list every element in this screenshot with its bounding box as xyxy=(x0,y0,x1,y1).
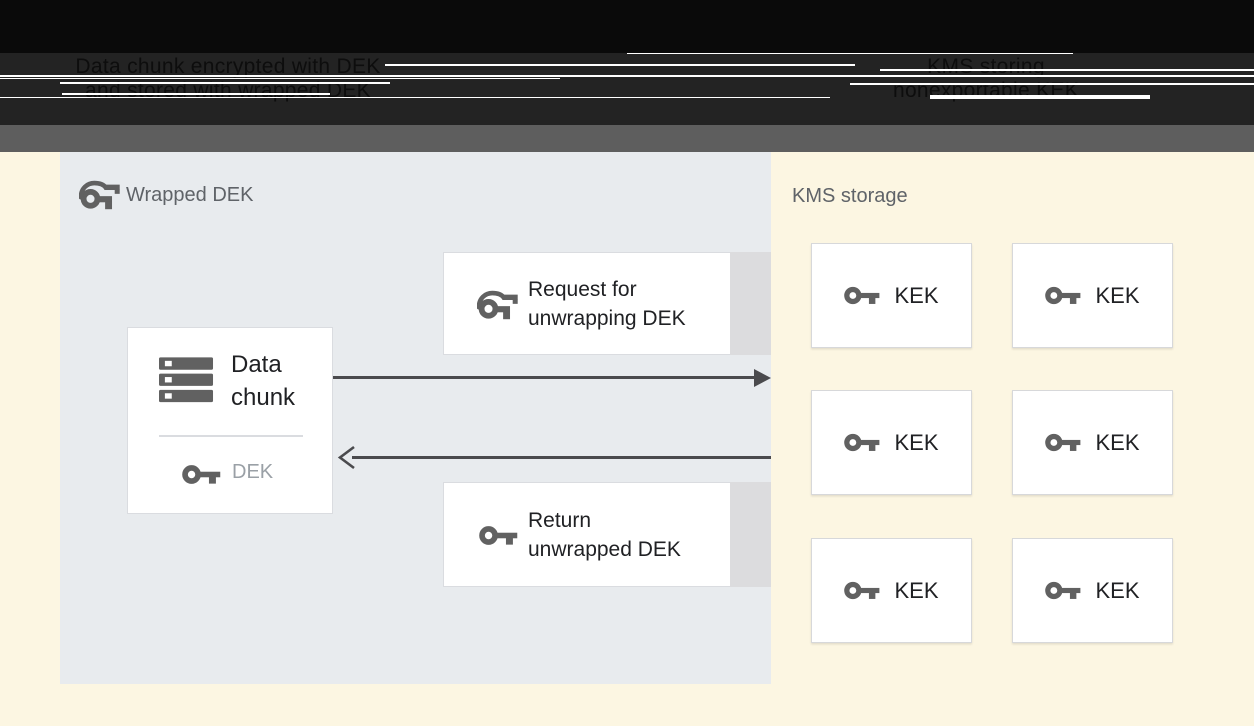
card-divider xyxy=(159,435,303,437)
return-arrow-line xyxy=(352,456,771,459)
glitch-line xyxy=(0,75,1254,77)
kek-label: KEK xyxy=(1095,282,1140,308)
glitch-line xyxy=(62,93,330,95)
glitch-line xyxy=(930,95,1150,99)
glitch-line xyxy=(627,53,1073,54)
left-caption-line2: and stored with wrapped DEK xyxy=(85,79,371,102)
kek-label: KEK xyxy=(1095,429,1140,455)
kek-label: KEK xyxy=(894,577,939,603)
key-icon xyxy=(1045,285,1082,306)
return-arrow-head-icon xyxy=(337,445,355,470)
key-icon xyxy=(844,580,881,601)
key-icon xyxy=(182,463,222,486)
kek-box: KEK xyxy=(811,243,972,348)
kek-box: KEK xyxy=(811,390,972,495)
glitch-line xyxy=(880,69,1254,71)
key-icon xyxy=(479,524,519,547)
key-icon xyxy=(1045,580,1082,601)
request-unwrap-line2: unwrapping DEK xyxy=(528,306,686,330)
glitch-line xyxy=(0,97,830,98)
request-unwrap-label: Request for unwrapping DEK xyxy=(528,275,686,333)
top-black-band xyxy=(0,0,1254,53)
return-unwrap-line1: Return xyxy=(528,508,592,532)
kms-storage-panel-title: KMS storage xyxy=(792,185,908,207)
card-shadow-strip xyxy=(730,482,771,587)
kek-box: KEK xyxy=(1012,390,1173,495)
right-caption-line1: KMS storing xyxy=(927,55,1045,78)
card-shadow-strip xyxy=(730,252,771,355)
request-unwrap-line1: Request for xyxy=(528,277,637,301)
return-unwrap-label: Return unwrapped DEK xyxy=(528,506,681,564)
request-unwrap-card: Request for unwrapping DEK xyxy=(443,252,771,355)
wrapped-key-icon xyxy=(79,178,122,212)
return-unwrap-card: Return unwrapped DEK xyxy=(443,482,771,587)
kek-box: KEK xyxy=(1012,243,1173,348)
left-caption: Data chunk encrypted with DEK and stored… xyxy=(58,55,398,103)
kek-label: KEK xyxy=(894,429,939,455)
data-chunk-label: Data chunk xyxy=(231,351,296,411)
glitch-line xyxy=(0,78,560,79)
data-chunk-card: Data chunk DEK xyxy=(127,327,333,514)
server-stack-icon xyxy=(159,357,214,403)
kek-label: KEK xyxy=(894,282,939,308)
return-unwrap-line2: unwrapped DEK xyxy=(528,537,681,561)
kek-box: KEK xyxy=(1012,538,1173,643)
left-caption-line1: Data chunk encrypted with DEK xyxy=(75,55,381,78)
wrapped-dek-panel-title: Wrapped DEK xyxy=(126,184,254,206)
request-arrow-head-icon xyxy=(754,368,771,387)
key-icon xyxy=(844,432,881,453)
key-icon xyxy=(1045,432,1082,453)
kek-label: KEK xyxy=(1095,577,1140,603)
glitch-line xyxy=(60,82,390,84)
key-icon xyxy=(844,285,881,306)
glitch-line xyxy=(385,64,855,66)
glitch-line xyxy=(850,83,1254,85)
kek-box: KEK xyxy=(811,538,972,643)
request-arrow-line xyxy=(333,376,757,379)
wrapped-key-icon xyxy=(477,288,520,322)
dek-label: DEK xyxy=(232,461,274,483)
divider-band xyxy=(0,125,1254,152)
